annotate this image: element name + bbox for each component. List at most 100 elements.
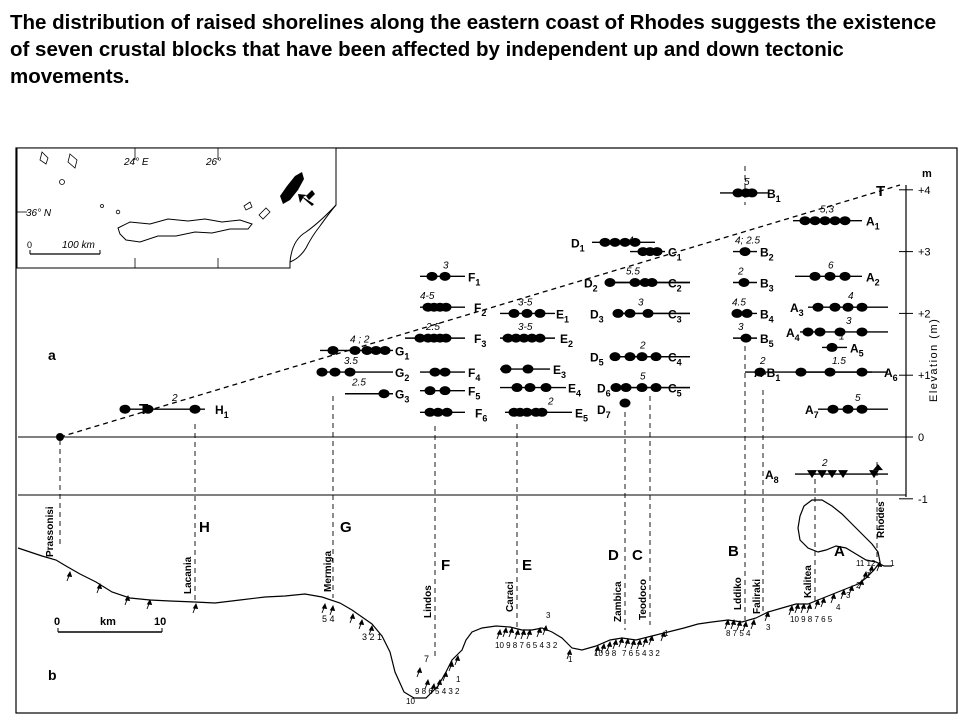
site-numbers-zambica-a: 10 9 8 — [594, 649, 617, 658]
coast-scale-bar: 0 km 10 — [54, 616, 166, 633]
locality-rhodes: Rhodes — [876, 501, 887, 538]
shoreline-dot — [732, 188, 744, 198]
shoreline-B3: B32 — [733, 267, 774, 294]
site-arrow-head — [321, 602, 328, 610]
site-arrow-head — [542, 624, 549, 632]
shoreline-dot — [349, 345, 361, 355]
shoreline-rate-label: 3-5 — [518, 322, 533, 333]
shoreline-G1: G14 ; 2 — [320, 334, 409, 361]
shoreline-dot — [599, 237, 611, 247]
shoreline-label: D6 — [597, 382, 611, 399]
shoreline-label: C1 — [668, 246, 682, 263]
submerged-triangle-icon — [807, 470, 817, 479]
shoreline-dot — [524, 383, 536, 393]
site-numbers-mermiga-b: 3 2 1 — [362, 632, 382, 642]
shoreline-rate-label: 3-5 — [518, 297, 533, 308]
shoreline-rate-label: 5;3 — [820, 205, 834, 216]
shoreline-F5: F5 — [420, 385, 480, 402]
figure-frame — [15, 147, 958, 714]
axis-tick-label: -1 — [918, 494, 928, 506]
shoreline-dot — [500, 364, 512, 374]
shoreline-dot — [842, 302, 854, 312]
shoreline-label: F1 — [468, 270, 480, 287]
site-arrow-head — [624, 637, 631, 645]
axis-tick-label: +2 — [918, 308, 931, 320]
site-arrow-head — [642, 636, 649, 644]
axis-unit: m — [922, 168, 932, 180]
site-arrow-head — [814, 598, 821, 606]
shoreline-dot — [540, 383, 552, 393]
locality-faliraki: Faliraki — [752, 579, 763, 614]
site-numbers-rhodes-a: 11 12 — [856, 559, 876, 568]
shoreline-dot — [429, 367, 441, 377]
shoreline-label: C4 — [668, 351, 682, 368]
shoreline-label: C2 — [668, 277, 682, 294]
site-numbers-lindos-c: 10 — [406, 697, 415, 706]
submerged-triangle-icon — [869, 470, 879, 479]
locality-mermiga: Mermiga — [323, 550, 334, 592]
shoreline-dot — [799, 216, 811, 226]
shoreline-dot — [802, 327, 814, 337]
shoreline-C5: C55 — [612, 372, 690, 399]
site-arrow-head — [736, 619, 743, 627]
shoreline-rate-label: 3 — [443, 260, 449, 271]
shoreline-A6: A61.5 — [795, 356, 898, 383]
site-arrow-head — [742, 620, 749, 628]
shoreline-dot — [522, 364, 534, 374]
submerged-triangle-icon — [827, 470, 837, 479]
site-numbers-kalitea-e: 1 — [866, 571, 871, 580]
submerged-triangle-icon — [873, 464, 883, 471]
shoreline-dot — [521, 407, 533, 417]
shoreline-dot — [440, 333, 452, 343]
site-arrow-head — [764, 610, 771, 618]
site-arrow-head — [612, 638, 619, 646]
site-arrow-head — [660, 630, 667, 638]
axis-tick-label: +1 — [918, 370, 931, 382]
locality-lacania: Lacania — [183, 556, 194, 594]
shoreline-dot — [824, 271, 836, 281]
site-arrow-head — [600, 642, 607, 650]
shoreline-rate-label: 2 — [547, 396, 554, 407]
site-numbers-caraci-b: 3 — [546, 611, 551, 620]
site-numbers-kalitea-d: 2 — [856, 581, 861, 590]
shoreline-label: F3 — [474, 332, 486, 349]
site-numbers-caraci-a: 10 9 8 7 6 5 4 3 2 — [495, 641, 558, 650]
shoreline-rate-label: 2 — [821, 458, 828, 469]
shoreline-dot — [795, 367, 807, 377]
site-numbers-zambica-b: 7 6 5 4 3 2 — [622, 649, 660, 658]
coastline — [17, 499, 892, 699]
shoreline-E4: E4 — [500, 382, 581, 399]
shoreline-label: E2 — [560, 332, 573, 349]
shoreline-label: E5 — [575, 406, 588, 423]
site-arrow-head — [840, 588, 847, 596]
site-arrow-head — [806, 602, 813, 610]
site-arrow-head — [794, 602, 801, 610]
shoreline-label: F2 — [474, 301, 486, 318]
shoreline-label: B2 — [760, 246, 774, 263]
shoreline-dot — [344, 367, 356, 377]
shoreline-rate-label: 5.5 — [626, 267, 640, 278]
shoreline-C2: C2 5.5 — [610, 267, 690, 294]
shoreline-label: C5 — [668, 382, 682, 399]
site-arrow-head — [830, 592, 837, 600]
site-arrow-head — [862, 570, 869, 578]
shoreline-rate-label: 2 — [759, 356, 766, 367]
site-numbers-caraci-c: 1 — [568, 655, 573, 664]
shoreline-C1: C14 — [628, 236, 682, 263]
trend-label-right: T — [876, 183, 885, 200]
shoreline-D1: D1 — [571, 236, 655, 253]
shoreline-dot — [812, 302, 824, 312]
site-arrow-head — [508, 626, 515, 634]
shoreline-label: H1 — [215, 403, 229, 420]
locality-lindos: Lindos — [423, 585, 434, 618]
shoreline-E3: E3 — [500, 363, 566, 380]
site-arrow-head — [349, 612, 356, 620]
shoreline-dot — [619, 398, 631, 408]
shoreline-dot — [619, 237, 631, 247]
shoreline-label: G3 — [395, 388, 409, 405]
shoreline-dot — [827, 404, 839, 414]
shoreline-rate-label: 2 — [171, 393, 178, 404]
axis-tick-label: +4 — [918, 185, 931, 197]
shoreline-label: E1 — [556, 307, 569, 324]
